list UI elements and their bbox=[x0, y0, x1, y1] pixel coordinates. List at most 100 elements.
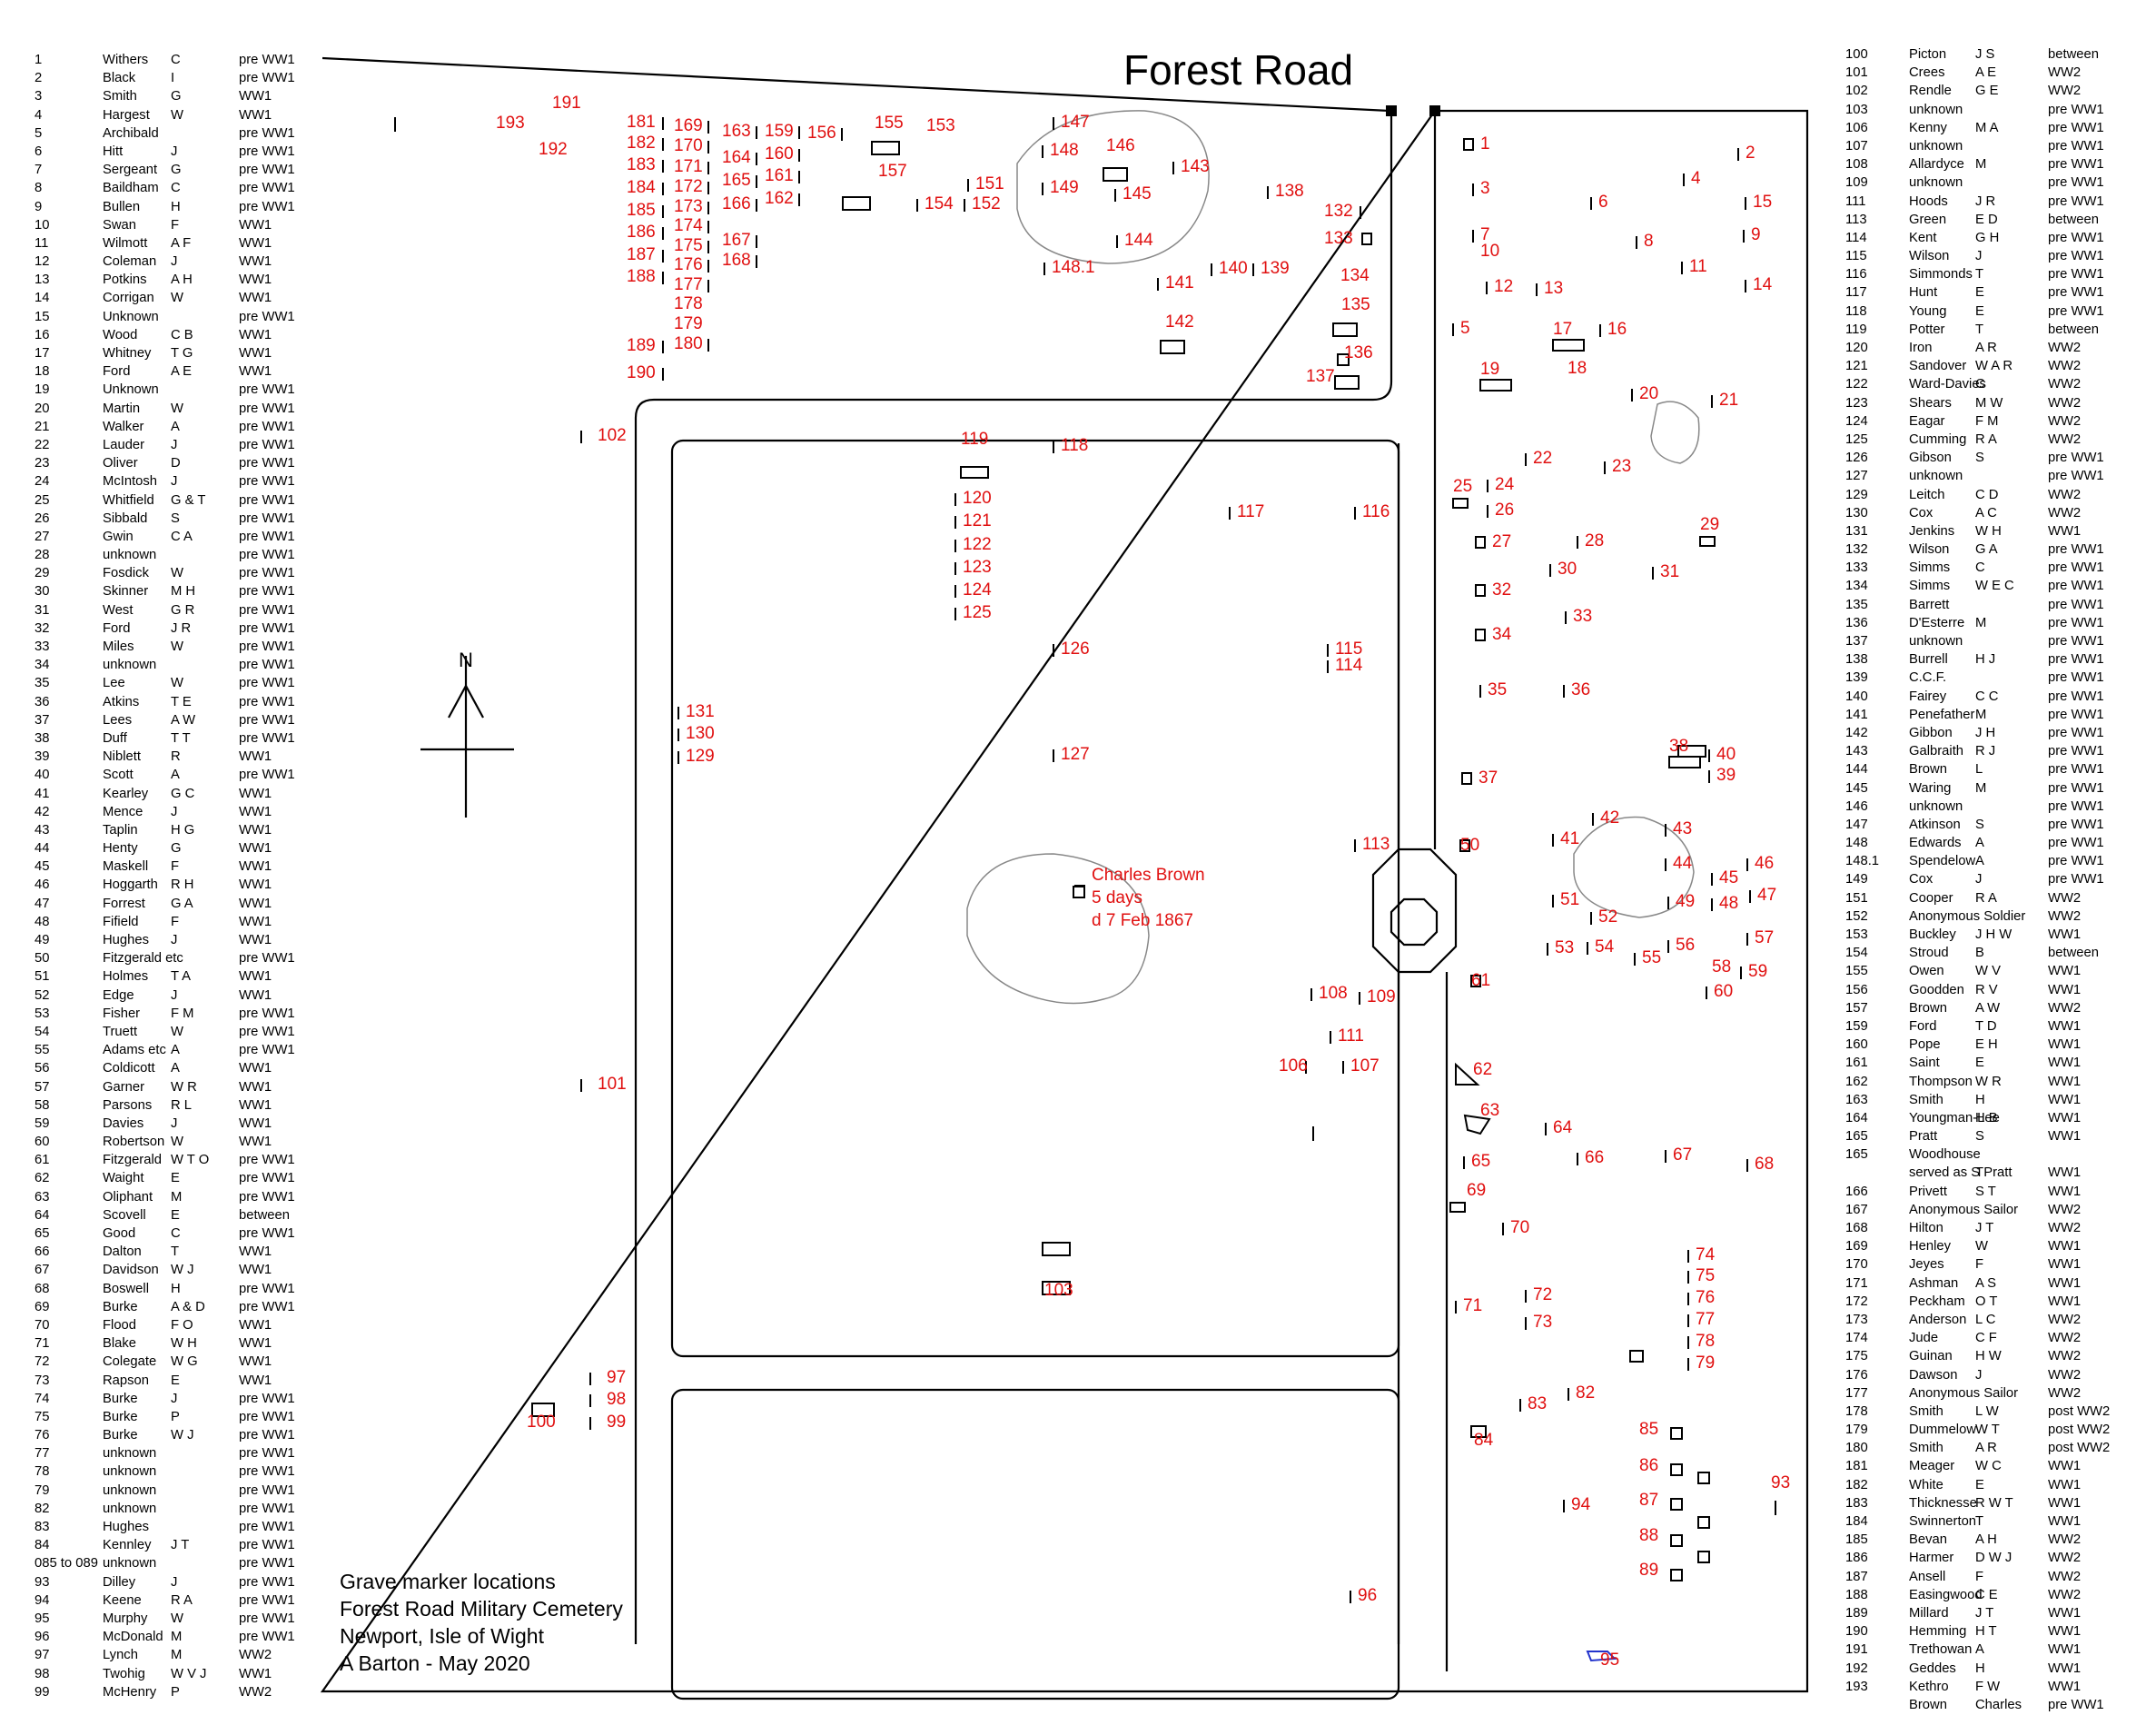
period: WW2 bbox=[2048, 487, 2082, 502]
grave-marker-label: 160 bbox=[765, 144, 794, 164]
grave-marker-label: 20 bbox=[1639, 384, 1659, 403]
grave-number: 58 bbox=[35, 1097, 50, 1113]
initials: E bbox=[1975, 303, 1984, 319]
surname: Atkinson bbox=[1909, 817, 1961, 832]
grave-number: 171 bbox=[1845, 1275, 1868, 1291]
grave-number: 15 bbox=[35, 309, 50, 324]
initials: T D bbox=[1975, 1018, 1997, 1034]
initials: H J bbox=[1975, 652, 1996, 668]
tree-area-centre bbox=[966, 853, 1150, 1005]
grave-marker-label: 183 bbox=[627, 155, 656, 174]
surname: Anonymous Sailor bbox=[1909, 1202, 2019, 1217]
period: WW2 bbox=[2048, 431, 2082, 447]
period: pre WW1 bbox=[2048, 303, 2104, 319]
grave-number: 119 bbox=[1845, 322, 1867, 337]
grave-number: 166 bbox=[1845, 1184, 1868, 1199]
initials: C A bbox=[171, 529, 193, 544]
surname: McDonald bbox=[103, 1630, 163, 1645]
surname: Brown bbox=[1909, 1697, 1947, 1712]
period: WW1 bbox=[2048, 927, 2082, 942]
initials: E D bbox=[1975, 212, 1998, 227]
grave-marker-box bbox=[1461, 772, 1472, 785]
period: pre WW1 bbox=[239, 712, 295, 728]
surname: Smith bbox=[1909, 1403, 1943, 1419]
grave-number: 11 bbox=[35, 235, 49, 251]
surname: Good bbox=[103, 1226, 136, 1241]
caption-line: Forest Road Military Cemetery bbox=[340, 1597, 623, 1621]
grave-marker-label: 193 bbox=[496, 114, 525, 133]
initials: J bbox=[171, 1574, 178, 1590]
grave-number: 175 bbox=[1845, 1349, 1868, 1364]
grave-marker-label: 57 bbox=[1755, 928, 1775, 947]
grave-marker-label: 133 bbox=[1324, 229, 1353, 248]
grave-number: 99 bbox=[35, 1684, 50, 1700]
period: WW2 bbox=[2048, 890, 2082, 906]
grave-number: 39 bbox=[35, 749, 50, 765]
grave-marker-label: 166 bbox=[722, 194, 751, 213]
period: WW2 bbox=[2048, 341, 2082, 355]
period: pre WW1 bbox=[2048, 744, 2104, 759]
surname: unknown bbox=[103, 1482, 157, 1498]
initials: C F bbox=[1975, 1331, 1997, 1346]
period: WW1 bbox=[2048, 982, 2082, 997]
surname: Buckley bbox=[1909, 927, 1956, 942]
grave-number: 102 bbox=[1845, 84, 1868, 99]
surname: Duff bbox=[103, 730, 127, 746]
surname: Young bbox=[1909, 303, 1947, 319]
surname: unknown bbox=[1909, 469, 1963, 484]
grave-marker-label: 27 bbox=[1492, 532, 1512, 551]
grave-number: 93 bbox=[35, 1574, 50, 1590]
surname: Brown bbox=[1909, 1000, 1947, 1016]
period: pre WW1 bbox=[2048, 193, 2104, 209]
grave-number: 135 bbox=[1845, 597, 1868, 612]
period: WW1 bbox=[239, 914, 272, 929]
grave-number: 178 bbox=[1845, 1403, 1868, 1419]
surname: served as S Pratt bbox=[1909, 1165, 2013, 1181]
initials: C bbox=[171, 53, 181, 67]
grave-number: 122 bbox=[1845, 377, 1868, 392]
grave-marker-small-box bbox=[1449, 1202, 1466, 1213]
grave-number: 101 bbox=[1845, 65, 1868, 81]
grave-number: 185 bbox=[1845, 1532, 1868, 1548]
grave-marker-label: 159 bbox=[765, 122, 794, 141]
grave-number: 36 bbox=[35, 694, 50, 709]
surname: Hughes bbox=[103, 933, 150, 947]
cemetery-boundary bbox=[320, 56, 1809, 1693]
period: WW1 bbox=[2048, 1239, 2082, 1254]
period: pre WW1 bbox=[2048, 249, 2104, 264]
initials: J bbox=[171, 987, 178, 1003]
caption-line: A Barton - May 2020 bbox=[340, 1651, 530, 1675]
initials: M bbox=[171, 1630, 183, 1645]
surname: Garner bbox=[103, 1079, 145, 1095]
grave-number: 31 bbox=[35, 602, 50, 618]
initials: Charles bbox=[1975, 1697, 2022, 1712]
grave-marker-label: 9 bbox=[1751, 225, 1761, 244]
surname: Hilton bbox=[1909, 1221, 1943, 1235]
initials: J bbox=[171, 144, 178, 159]
initials: W bbox=[1975, 1239, 1988, 1254]
initials: J bbox=[171, 804, 178, 819]
initials: F bbox=[1975, 1257, 1984, 1273]
plot-box bbox=[1670, 1569, 1683, 1581]
period: WW2 bbox=[2048, 65, 2082, 81]
period: pre WW1 bbox=[239, 1556, 295, 1571]
marker-95-shape bbox=[1586, 1651, 1617, 1662]
grave-number: 107 bbox=[1845, 138, 1868, 154]
surname: Guinan bbox=[1909, 1349, 1953, 1364]
grave-number: 189 bbox=[1845, 1605, 1868, 1621]
period: WW1 bbox=[239, 327, 272, 342]
period: pre WW1 bbox=[239, 639, 295, 654]
initials: C C bbox=[1975, 689, 1999, 704]
grave-marker-label: 10 bbox=[1480, 242, 1500, 261]
period: pre WW1 bbox=[239, 1428, 295, 1443]
initials: R A bbox=[171, 1592, 193, 1608]
surname: Wilson bbox=[1909, 249, 1950, 264]
grave-marker-label: 34 bbox=[1492, 625, 1512, 644]
surname: Kenny bbox=[1909, 120, 1947, 135]
grave-marker-label: 69 bbox=[1467, 1181, 1487, 1200]
period: pre WW1 bbox=[239, 602, 295, 618]
period: WW1 bbox=[2048, 1074, 2082, 1089]
grave-number: 18 bbox=[35, 364, 50, 380]
grave-marker-label: 40 bbox=[1716, 745, 1736, 764]
initials: J H bbox=[1975, 725, 1996, 740]
